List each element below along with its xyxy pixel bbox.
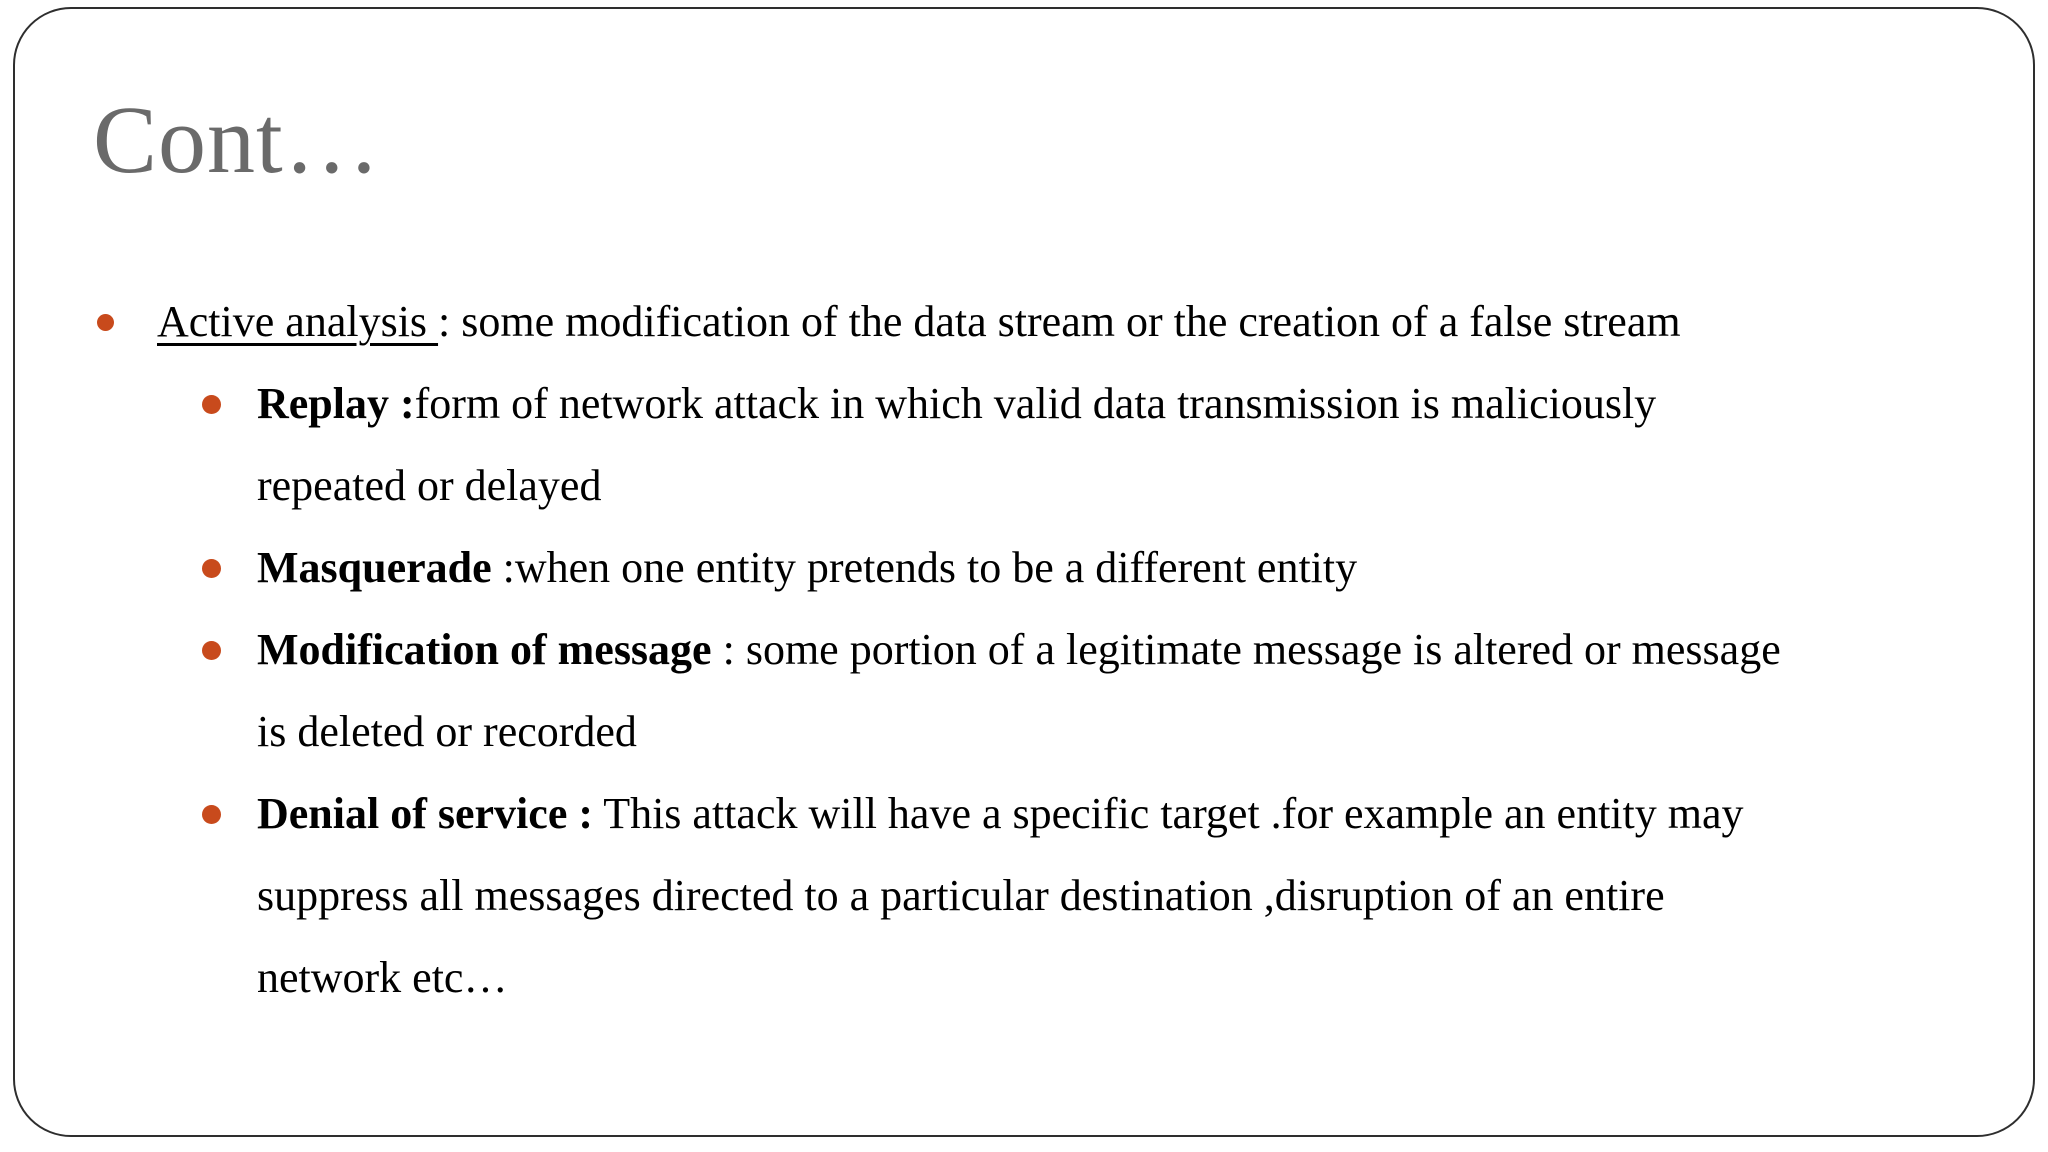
bullet-item: Masquerade :when one entity pretends to … <box>202 527 2011 609</box>
text-run: repeated or delayed <box>257 461 602 510</box>
text-run: network etc… <box>257 953 508 1002</box>
bullet-icon <box>97 314 114 331</box>
text-run: is deleted or recorded <box>257 707 637 756</box>
text-run: Denial of service : <box>257 789 593 838</box>
text-run: form of network attack in which valid da… <box>414 379 1657 428</box>
bullet-text: Masquerade :when one entity pretends to … <box>257 527 2011 609</box>
bullet-list: Active analysis : some modification of t… <box>97 281 2011 1019</box>
bullet-text: Replay :form of network attack in which … <box>257 363 2011 527</box>
bullet-icon <box>202 805 221 824</box>
bullet-icon <box>202 559 221 578</box>
text-run: :when one entity pretends to be a differ… <box>491 543 1358 592</box>
bullet-item: Active analysis : some modification of t… <box>97 281 2011 363</box>
bullet-icon <box>202 641 221 660</box>
bullet-icon <box>202 395 221 414</box>
slide: Cont… Active analysis : some modificatio… <box>13 7 2035 1137</box>
text-run: Active analysis <box>157 297 439 346</box>
bullet-text: Active analysis : some modification of t… <box>157 281 2011 363</box>
slide-title: Cont… <box>93 86 381 193</box>
text-run: This attack will have a specific target … <box>593 789 1744 838</box>
text-run: Modification of message <box>257 625 712 674</box>
bullet-text: Modification of message : some portion o… <box>257 609 2011 773</box>
text-run: Masquerade <box>257 543 492 592</box>
bullet-item: Modification of message : some portion o… <box>202 609 2011 773</box>
bullet-item: Denial of service : This attack will hav… <box>202 773 2011 1019</box>
text-run: Replay : <box>257 379 415 428</box>
bullet-text: Denial of service : This attack will hav… <box>257 773 2011 1019</box>
text-run: : some portion of a legitimate message i… <box>711 625 1781 674</box>
bullet-item: Replay :form of network attack in which … <box>202 363 2011 527</box>
text-run: : some modification of the data stream o… <box>438 297 1681 346</box>
text-run: suppress all messages directed to a part… <box>257 871 1665 920</box>
